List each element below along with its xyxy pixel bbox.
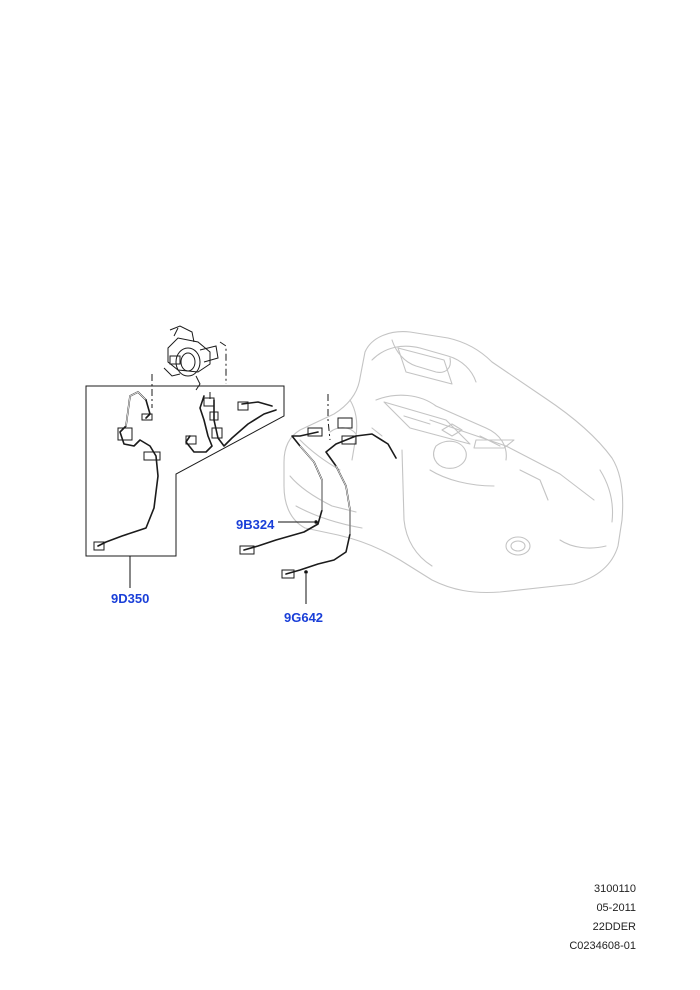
callout-leaders [129,520,318,604]
callout-9D350[interactable]: 9D350 [111,591,150,606]
callout-9G642[interactable]: 9G642 [284,610,324,625]
reference-model: 22DDER [592,921,636,933]
callout-9B324[interactable]: 9B324 [236,517,275,532]
pipe-9B324 [239,427,323,555]
reference-illustration-id: C0234608-01 [569,940,636,952]
reference-code: 3100110 [593,883,636,895]
guide-lines [151,341,331,441]
fuel-tank-outline [283,331,624,593]
pipe-assembly-9D350 [85,385,285,557]
reference-marker [337,417,353,429]
fuel-pump-component [163,325,219,391]
pipe-9G642 [281,433,397,579]
diagram-reference-block: 3100110 05-2011 22DDER C0234608-01 [569,880,636,956]
reference-date: 05-2011 [596,902,636,914]
